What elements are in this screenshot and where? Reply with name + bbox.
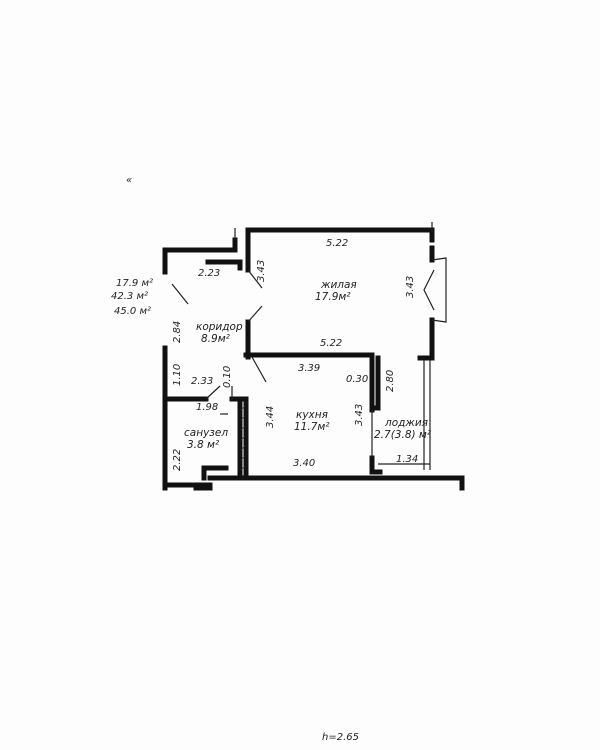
door-swing-bath bbox=[205, 385, 221, 400]
bath-closet-wall bbox=[201, 465, 229, 481]
bay-window bbox=[431, 257, 447, 323]
dim-hall-width: 2.33 bbox=[191, 376, 213, 387]
kitchen-right-wall-bottom bbox=[369, 455, 383, 475]
ceiling-height: h=2.65 bbox=[322, 732, 359, 743]
dim-loggia-width: 1.34 bbox=[396, 454, 418, 465]
loggia-glazing bbox=[423, 360, 431, 470]
dim-living-left: 3.43 bbox=[256, 260, 267, 282]
dim-corridor-left: 2.84 bbox=[172, 321, 183, 343]
dim-hall-small: 1.10 bbox=[172, 364, 183, 386]
bay-window-sash bbox=[423, 269, 435, 311]
summary-total-living: 42.3 м² bbox=[111, 291, 148, 302]
room-corridor-name: коридор bbox=[196, 321, 243, 333]
dim-corridor-top: 2.23 bbox=[198, 268, 220, 279]
dim-bath-left: 2.22 bbox=[172, 449, 183, 471]
door-swing-living-top bbox=[247, 269, 263, 289]
walls bbox=[162, 227, 465, 491]
room-bathroom-name: санузел bbox=[184, 427, 228, 439]
dim-loggia-wall: 0.30 bbox=[346, 374, 368, 385]
shaft-hatch bbox=[240, 405, 246, 471]
dim-loggia-height: 2.80 bbox=[385, 370, 396, 392]
room-corridor-area: 8.9м² bbox=[201, 333, 231, 345]
thin-details bbox=[171, 222, 447, 471]
dim-kitchen-top: 3.39 bbox=[298, 363, 320, 374]
dim-partition: 0.10 bbox=[222, 366, 233, 388]
room-loggia-name: лоджия bbox=[384, 417, 428, 429]
room-bathroom-area: 3.8 м² bbox=[187, 439, 220, 451]
bottom-wall-main bbox=[207, 475, 465, 491]
loggia-left-wall bbox=[369, 355, 381, 411]
door-swing-living-bottom bbox=[247, 305, 263, 323]
closet-top-wall bbox=[205, 259, 243, 271]
dim-kitchen-bottom: 3.40 bbox=[293, 458, 315, 469]
summary-living: 17.9 м² bbox=[116, 278, 153, 289]
corner-mark: « bbox=[126, 175, 132, 186]
room-living-name: жилая bbox=[320, 279, 357, 291]
room-kitchen-area: 11.7м² bbox=[294, 421, 330, 433]
door-swing-kitchen bbox=[251, 356, 267, 383]
living-right-wall-bottom bbox=[417, 317, 435, 361]
room-loggia-area: 2.7(3.8) м² bbox=[374, 429, 432, 441]
dim-living-top: 5.22 bbox=[326, 238, 348, 249]
room-kitchen-name: кухня bbox=[296, 409, 328, 421]
dim-kitchen-left: 3.44 bbox=[265, 406, 276, 428]
door-swing-corridor bbox=[171, 283, 189, 305]
dim-kitchen-right: 3.43 bbox=[354, 404, 365, 426]
dim-living-bottom: 5.22 bbox=[320, 338, 342, 349]
dim-bath-top: 1.98 bbox=[196, 402, 218, 413]
corridor-top-wall bbox=[162, 237, 238, 253]
dim-living-right: 3.43 bbox=[405, 276, 416, 298]
room-living-area: 17.9м² bbox=[315, 291, 351, 303]
summary-total: 45.0 м² bbox=[114, 306, 151, 317]
